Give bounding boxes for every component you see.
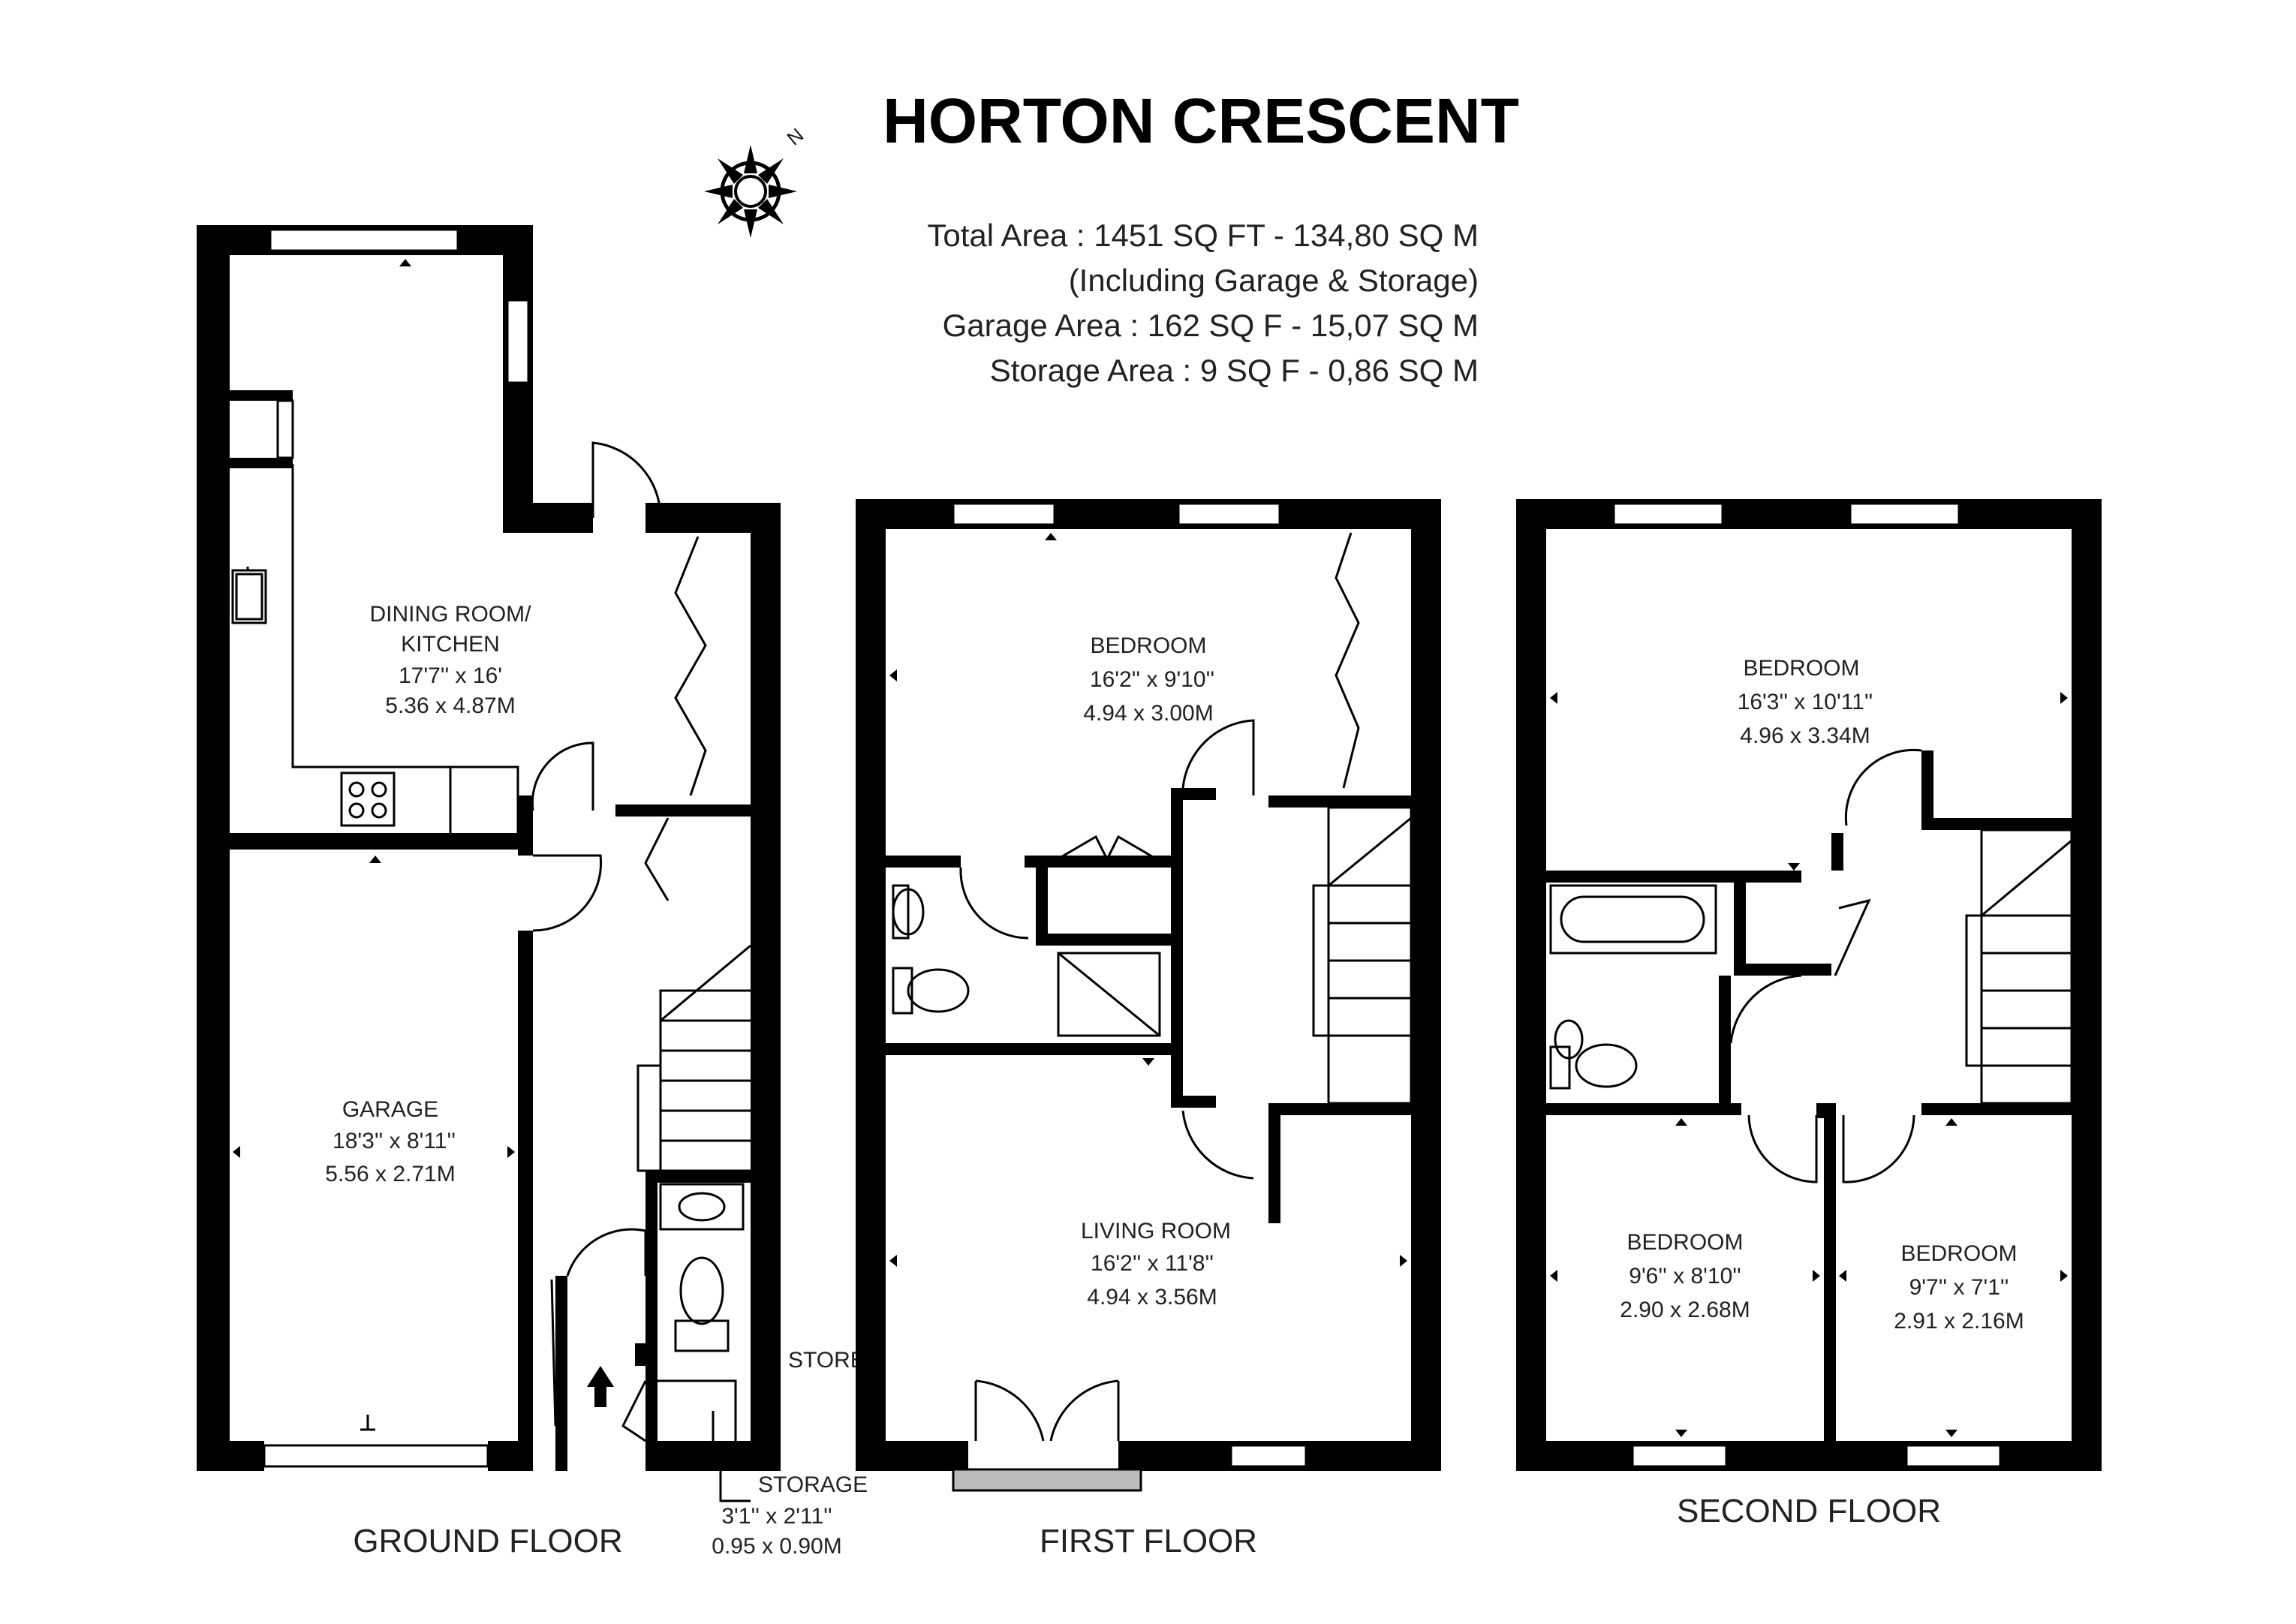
dining-room-name: DINING ROOM/ xyxy=(370,602,532,627)
second-bedroom-left-metric: 2.90 x 2.68M xyxy=(1620,1298,1750,1322)
summary-total: Total Area : 1451 SQ FT - 134,80 SQ M xyxy=(927,218,1479,253)
first-floor-plan xyxy=(856,499,1441,1492)
first-bedroom-name: BEDROOM xyxy=(1090,633,1206,658)
second-bedroom-right-imperial: 9'7'' x 7'1'' xyxy=(1909,1275,2009,1300)
first-bedroom-imperial: 16'2'' x 9'10'' xyxy=(1090,667,1214,692)
garage-name: GARAGE xyxy=(342,1097,438,1122)
ground-floor-labels: DINING ROOM/ KITCHEN 17'7'' x 16' 5.36 x… xyxy=(325,602,868,1559)
storage-imperial: 3'1'' x 2'11'' xyxy=(721,1504,832,1529)
first-bedroom-metric: 4.94 x 3.00M xyxy=(1083,701,1213,726)
ground-floor-plan xyxy=(197,225,781,1502)
second-bedroom-left-name: BEDROOM xyxy=(1626,1230,1743,1255)
second-bedroom-top-name: BEDROOM xyxy=(1743,656,1859,681)
compass-north-label: N xyxy=(783,124,808,150)
dining-room-imperial: 17'7'' x 16' xyxy=(399,663,502,688)
first-floor-labels: BEDROOM 16'2'' x 9'10'' 4.94 x 3.00M LIV… xyxy=(1040,633,1257,1559)
second-bedroom-top-metric: 4.96 x 3.34M xyxy=(1740,723,1870,748)
storage-name: STORAGE xyxy=(758,1472,868,1497)
page-title: HORTON CRESCENT xyxy=(883,86,1519,156)
first-floor-label: FIRST FLOOR xyxy=(1040,1523,1257,1559)
garage-metric: 5.56 x 2.71M xyxy=(325,1162,455,1186)
living-room-metric: 4.94 x 3.56M xyxy=(1087,1285,1217,1310)
garage-imperial: 18'3'' x 8'11'' xyxy=(333,1129,456,1153)
dining-room-name-line2: KITCHEN xyxy=(401,632,500,657)
living-room-name: LIVING ROOM xyxy=(1081,1219,1231,1244)
living-room-imperial: 16'2'' x 11'8'' xyxy=(1091,1251,1214,1276)
second-bedroom-left-imperial: 9'6'' x 8'10'' xyxy=(1629,1264,1741,1289)
summary-including: (Including Garage & Storage) xyxy=(1069,263,1479,298)
storage-metric: 0.95 x 0.90M xyxy=(712,1534,841,1559)
second-floor-labels: BEDROOM 16'3'' x 10'11'' 4.96 x 3.34M BE… xyxy=(1620,656,2024,1529)
summary-garage: Garage Area : 162 SQ F - 15,07 SQ M xyxy=(943,308,1479,343)
second-bedroom-top-imperial: 16'3'' x 10'11'' xyxy=(1738,690,1873,714)
second-floor-plan xyxy=(1516,499,2102,1471)
ground-floor-label: GROUND FLOOR xyxy=(353,1523,622,1559)
compass-rose-icon: N xyxy=(704,124,808,238)
summary-block: Total Area : 1451 SQ FT - 134,80 SQ M (I… xyxy=(927,218,1479,388)
store-name: STORE xyxy=(788,1348,865,1373)
summary-storage: Storage Area : 9 SQ F - 0,86 SQ M xyxy=(990,353,1479,388)
second-bedroom-right-metric: 2.91 x 2.16M xyxy=(1894,1309,2024,1334)
second-bedroom-right-name: BEDROOM xyxy=(1900,1241,2017,1266)
dining-room-metric: 5.36 x 4.87M xyxy=(385,693,515,718)
second-floor-label: SECOND FLOOR xyxy=(1677,1493,1941,1529)
